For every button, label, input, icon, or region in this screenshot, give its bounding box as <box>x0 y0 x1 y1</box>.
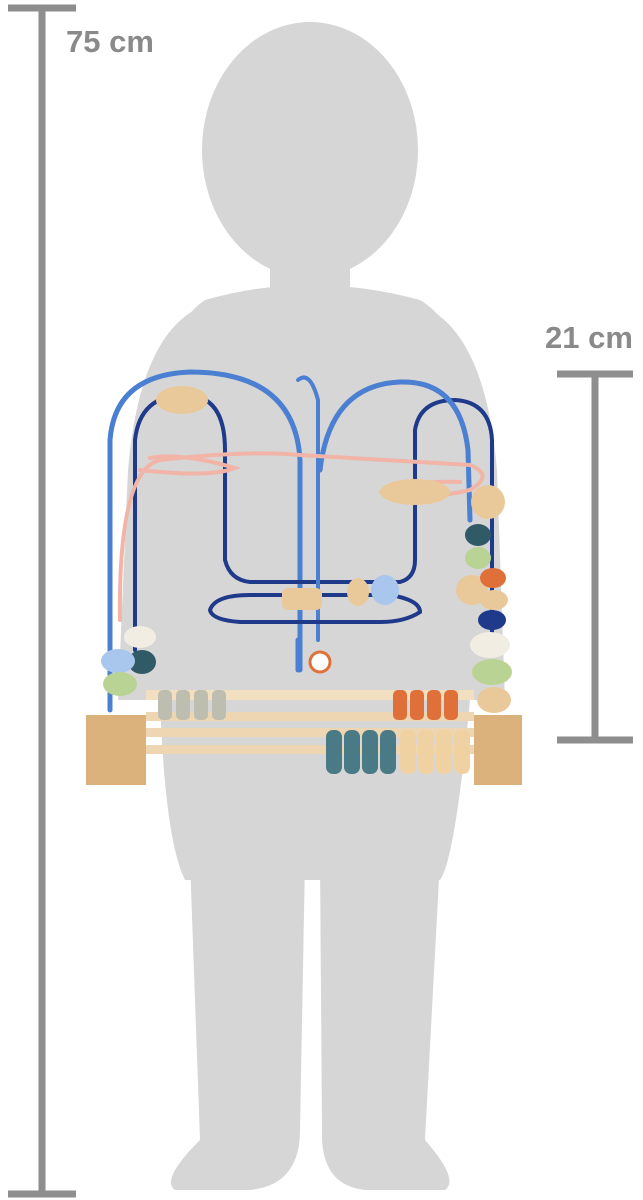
height-label: 75 cm <box>66 24 154 59</box>
bead-maze-toy-icon <box>86 369 522 785</box>
toy-measure-line <box>557 370 633 744</box>
height-measure-line <box>8 4 76 1198</box>
toy-height-label: 21 cm <box>545 320 633 355</box>
